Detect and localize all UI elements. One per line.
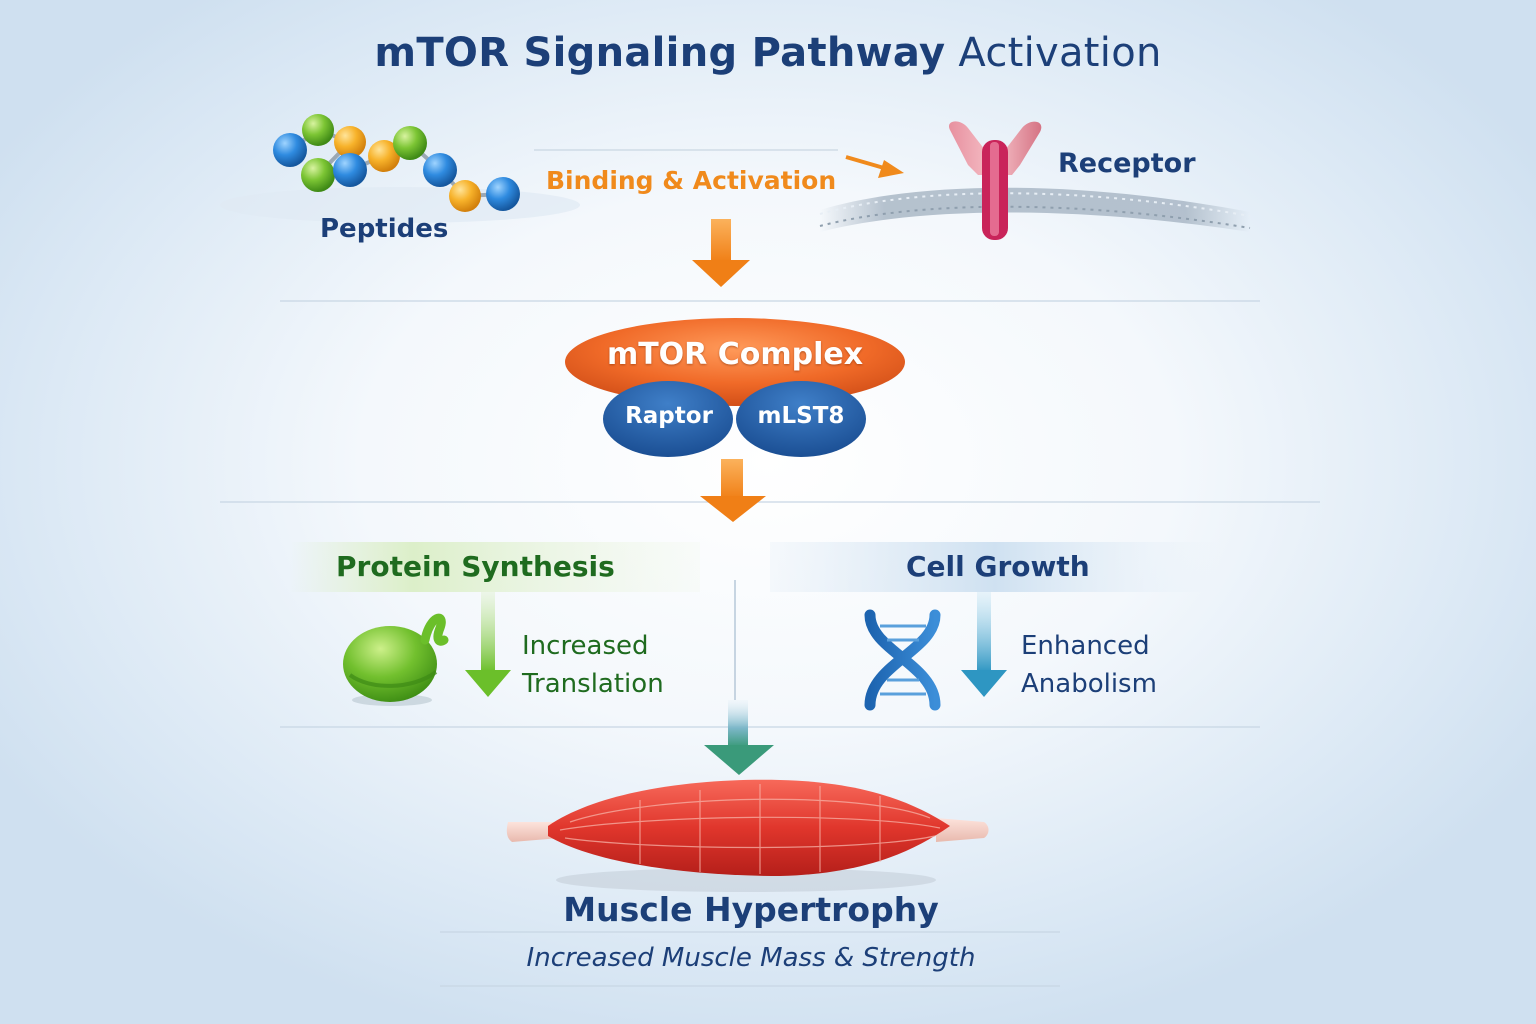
raptor-label: Raptor	[625, 403, 713, 429]
cell-membrane-icon	[819, 187, 1251, 232]
mtor-complex-label: mTOR Complex	[606, 337, 864, 372]
page-title-regular: Activation	[958, 30, 1162, 76]
increased-translation-label: Increased Translation	[522, 627, 664, 703]
ribosome-icon	[343, 613, 449, 706]
binding-activation-label: Binding & Activation	[546, 166, 837, 195]
binding-arrow-icon	[845, 155, 904, 178]
down-arrow-icon	[692, 219, 750, 287]
increased-translation-line-2: Translation	[522, 669, 664, 699]
dna-icon	[864, 609, 941, 711]
mlst8-label: mLST8	[757, 403, 845, 429]
enhanced-anabolism-line-2: Anabolism	[1021, 669, 1157, 699]
page-title: mTOR Signaling Pathway Activation	[0, 30, 1536, 76]
green-down-arrow-icon	[465, 592, 511, 697]
protein-synthesis-label: Protein Synthesis	[336, 550, 615, 583]
page-title-bold: mTOR Signaling Pathway	[374, 30, 946, 76]
peptides-label: Peptides	[320, 214, 449, 244]
enhanced-anabolism-label: Enhanced Anabolism	[1021, 627, 1157, 703]
increased-translation-line-1: Increased	[522, 631, 649, 661]
receptor-label: Receptor	[1058, 148, 1196, 179]
muscle-hypertrophy-label: Muscle Hypertrophy	[563, 890, 939, 929]
receptor-icon	[949, 121, 1042, 240]
blue-down-arrow-icon	[961, 592, 1007, 697]
down-arrow-icon	[700, 459, 766, 522]
mtor-complex-shape	[565, 318, 905, 457]
result-subtitle: Increased Muscle Mass & Strength	[526, 943, 976, 973]
cell-growth-label: Cell Growth	[906, 550, 1090, 583]
muscle-icon	[506, 779, 989, 892]
teal-down-arrow-icon	[704, 700, 774, 775]
enhanced-anabolism-line-1: Enhanced	[1021, 631, 1150, 661]
peptide-chain-icon	[273, 114, 520, 212]
